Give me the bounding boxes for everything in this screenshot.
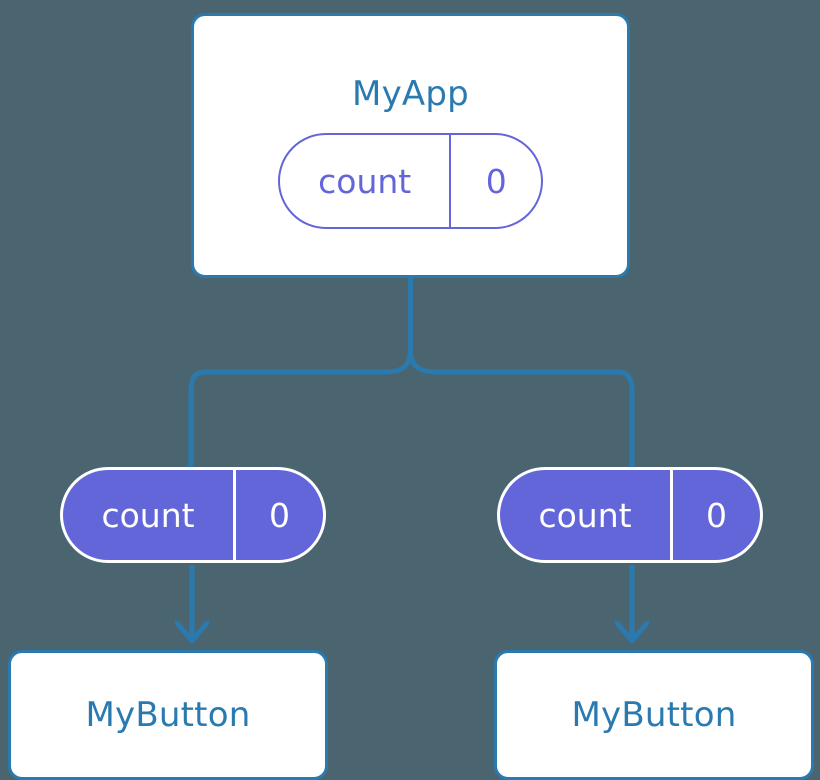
branch-right-line [408,349,635,467]
leaf-component-box-right[interactable]: MyButton [494,650,814,780]
child-prop-value-left: 0 [233,470,323,560]
child-prop-pill-right[interactable]: count 0 [497,467,763,563]
child-prop-value-right: 0 [670,470,760,560]
root-component-label: MyApp [352,74,469,114]
root-state-pill[interactable]: count 0 [278,133,543,229]
root-state-value: 0 [449,135,541,227]
child-prop-key-left: count [101,495,195,535]
child-prop-pill-left[interactable]: count 0 [60,467,326,563]
leaf-component-label-right: MyButton [571,695,737,735]
branch-left-line [188,349,413,467]
arrow-down-icon-left [174,620,210,644]
arrow-down-icon-right [614,620,650,644]
root-state-key: count [318,161,412,201]
leaf-component-label-left: MyButton [85,695,251,735]
child-prop-key-right: count [538,495,632,535]
leaf-component-box-left[interactable]: MyButton [8,650,328,780]
